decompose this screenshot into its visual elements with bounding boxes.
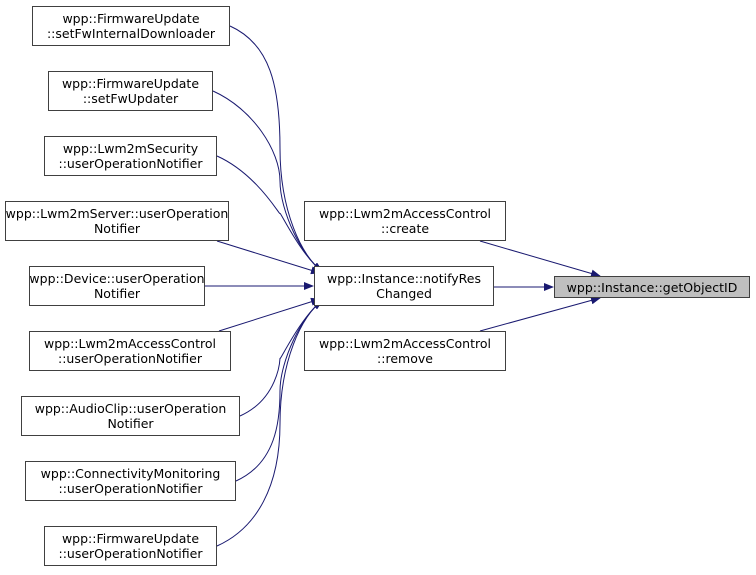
edge-lwm2m-access-control-user-op-to-notify-res-changed — [218, 297, 321, 332]
node-label-line: wpp::Lwm2mServer::userOperation — [5, 206, 229, 221]
node-label-line: wpp::Instance::notifyRes — [327, 271, 481, 286]
node-create[interactable]: wpp::Lwm2mAccessControl::create — [304, 201, 506, 241]
node-label-line: ::userOperationNotifier — [58, 156, 203, 171]
node-label-line: ::create — [380, 221, 430, 236]
node-label-line: ::setFwInternalDownloader — [46, 26, 216, 41]
node-set-fw-updater[interactable]: wpp::FirmwareUpdate::setFwUpdater — [48, 71, 213, 111]
node-label-line: ::userOperationNotifier — [58, 481, 203, 496]
node-label-line: wpp::Lwm2mSecurity — [62, 141, 199, 156]
node-set-fw-internal-downloader[interactable]: wpp::FirmwareUpdate::setFwInternalDownlo… — [32, 6, 230, 46]
node-connectivity-monitoring-user-op[interactable]: wpp::ConnectivityMonitoring::userOperati… — [25, 461, 236, 501]
edge-set-fw-internal-downloader-to-notify-res-changed — [229, 25, 323, 272]
node-label-line: wpp::Instance::getObjectID — [566, 279, 738, 295]
node-label-line: wpp::Lwm2mAccessControl — [319, 206, 491, 221]
node-label-line: ::userOperationNotifier — [58, 351, 202, 366]
edge-firmware-update-user-op-to-notify-res-changed — [216, 300, 323, 547]
node-label-line: wpp::FirmwareUpdate — [62, 11, 200, 26]
node-lwm2m-access-control-user-op[interactable]: wpp::Lwm2mAccessControl::userOperationNo… — [29, 331, 231, 371]
edge-lwm2m-server-user-op-to-notify-res-changed — [216, 240, 321, 275]
node-label-line: ::setFwUpdater — [82, 91, 179, 106]
node-label-line: wpp::Lwm2mAccessControl — [44, 336, 216, 351]
node-label-line: wpp::Device::userOperation — [29, 271, 205, 286]
node-lwm2m-security-user-op[interactable]: wpp::Lwm2mSecurity::userOperationNotifie… — [44, 136, 217, 176]
edge-remove-to-get-object-id — [479, 296, 601, 332]
node-label-line: wpp::FirmwareUpdate — [61, 531, 200, 546]
node-label-line: Notifier — [93, 221, 141, 236]
node-label-line: wpp::Lwm2mAccessControl — [319, 336, 491, 351]
node-label-line: wpp::AudioClip::userOperation — [34, 401, 227, 416]
node-remove[interactable]: wpp::Lwm2mAccessControl::remove — [304, 331, 506, 371]
node-label-line: wpp::ConnectivityMonitoring — [40, 466, 221, 481]
node-label-line: ::remove — [377, 351, 433, 366]
edge-create-to-get-object-id — [479, 240, 601, 278]
edge-lwm2m-security-user-op-to-notify-res-changed — [216, 155, 323, 272]
node-firmware-update-user-op[interactable]: wpp::FirmwareUpdate::userOperationNotifi… — [44, 526, 217, 566]
edge-connectivity-monitoring-user-op-to-notify-res-changed — [235, 300, 323, 482]
node-label-line: Changed — [376, 286, 432, 301]
node-get-object-id: wpp::Instance::getObjectID — [554, 276, 750, 298]
node-label-line: wpp::FirmwareUpdate — [61, 76, 200, 91]
node-label-line: Notifier — [93, 286, 141, 301]
edge-set-fw-updater-to-notify-res-changed — [212, 90, 323, 272]
node-label-line: ::userOperationNotifier — [58, 546, 203, 561]
node-label-line: Notifier — [107, 416, 154, 431]
